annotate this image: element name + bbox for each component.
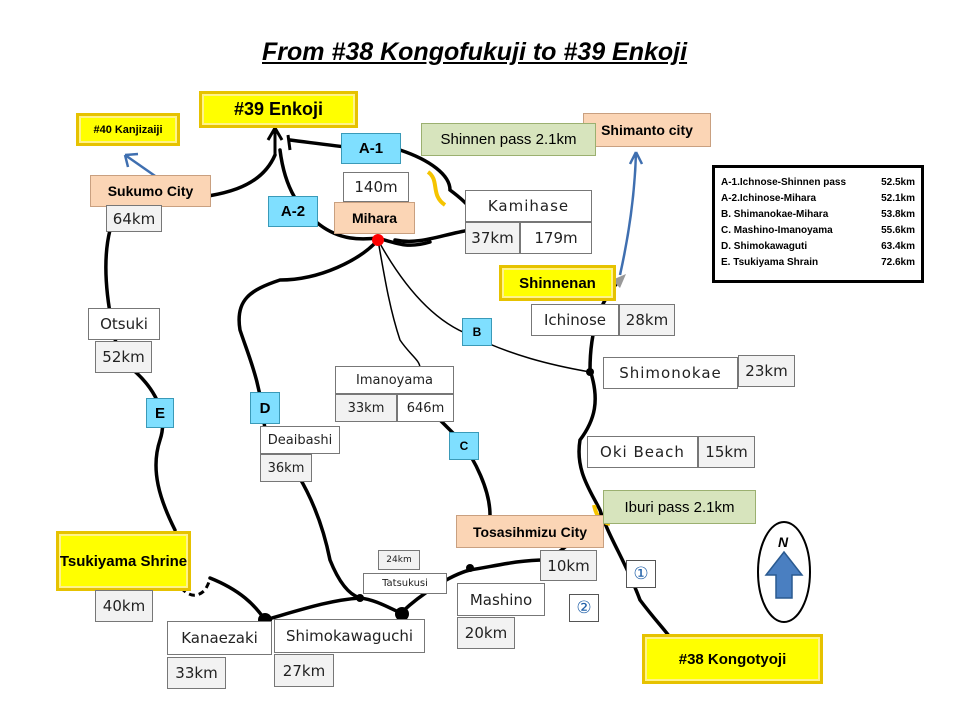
mihara-altitude: 140m xyxy=(343,172,409,202)
route-a1: A-1 xyxy=(341,133,401,164)
oki-beach: Oki Beach xyxy=(587,436,698,468)
shinnen-pass: Shinnen pass 2.1km xyxy=(421,123,596,156)
otsuki: Otsuki xyxy=(88,308,160,340)
mihara-label: Mihara xyxy=(334,202,415,234)
road-c xyxy=(428,408,492,517)
ichinose-distance: 28km xyxy=(619,304,675,336)
route-a2: A-2 xyxy=(268,196,318,227)
shinnenan-pointer xyxy=(612,274,626,288)
route-b: B xyxy=(462,318,492,346)
north-label: N xyxy=(778,534,789,550)
kamihase: Kamihase xyxy=(465,190,592,222)
marker-one: ① xyxy=(626,560,656,588)
iburi-pass: Iburi pass 2.1km xyxy=(603,490,756,524)
temple-38-kongotyoji[interactable]: #38 Kongotyoji xyxy=(642,634,823,684)
road-e xyxy=(104,228,177,532)
route-e: E xyxy=(146,398,174,428)
shimanto-city: Shimanto city xyxy=(583,113,711,147)
temple-40-kanjizaiji[interactable]: #40 Kanjizaiji xyxy=(76,113,180,146)
kanaezaki-distance: 33km xyxy=(167,657,226,689)
arrow-to-kanjizaiji xyxy=(124,153,159,180)
tosashimizu-city: Tosasihmizu City xyxy=(456,515,604,548)
sukumo-distance: 64km xyxy=(106,205,162,232)
shimokawaguchi: Shimokawaguchi xyxy=(274,619,425,653)
temple-39-enkoji[interactable]: #39 Enkoji xyxy=(199,91,358,128)
kanaezaki: Kanaezaki xyxy=(167,621,272,655)
imanoyama-altitude: 646m xyxy=(397,394,454,422)
route-d: D xyxy=(250,392,280,424)
marker-two: ② xyxy=(569,594,599,622)
imanoyama-distance: 33km xyxy=(335,394,397,422)
tsukiyama-distance: 40km xyxy=(95,590,153,622)
arrow-to-enkoji xyxy=(266,125,292,155)
deaibashi: Deaibashi xyxy=(260,426,340,454)
otsuki-distance: 52km xyxy=(95,341,152,373)
road-d xyxy=(237,238,380,600)
shimokawaguchi-distance: 27km xyxy=(274,654,334,687)
sukumo-city: Sukumo City xyxy=(90,175,211,207)
tatsukusi: Tatsukusi xyxy=(363,573,447,594)
shinnenan[interactable]: Shinnenan xyxy=(499,265,616,301)
road-imanoyama xyxy=(377,239,421,369)
imanoyama: Imanoyama xyxy=(335,366,454,394)
tatsukusi-distance: 24km xyxy=(378,550,420,570)
shinnen-pass-mark xyxy=(426,170,447,207)
mihara-dot xyxy=(372,234,384,246)
road-main-east xyxy=(577,278,674,642)
ichinose: Ichinose xyxy=(531,304,619,336)
shimonokae: Shimonokae xyxy=(603,357,738,389)
kamihase-distance: 37km xyxy=(465,222,520,254)
tosashimizu-distance: 10km xyxy=(540,550,597,581)
page-title: From #38 Kongofukuji to #39 Enkoji xyxy=(262,38,688,66)
mashino-distance: 20km xyxy=(457,617,515,649)
mashino: Mashino xyxy=(457,583,545,616)
route-c: C xyxy=(449,432,479,460)
oki-distance: 15km xyxy=(698,436,755,468)
tsukiyama-shrine[interactable]: Tsukiyama Shrine xyxy=(56,531,191,591)
north-arrow-icon xyxy=(757,521,811,623)
deaibashi-distance: 36km xyxy=(260,454,312,482)
road-kanaezaki xyxy=(208,576,267,622)
shimonokae-distance: 23km xyxy=(738,355,795,387)
road-a2 xyxy=(278,148,432,247)
arrow-to-shimanto xyxy=(618,151,638,276)
kamihase-altitude: 179m xyxy=(520,222,592,254)
